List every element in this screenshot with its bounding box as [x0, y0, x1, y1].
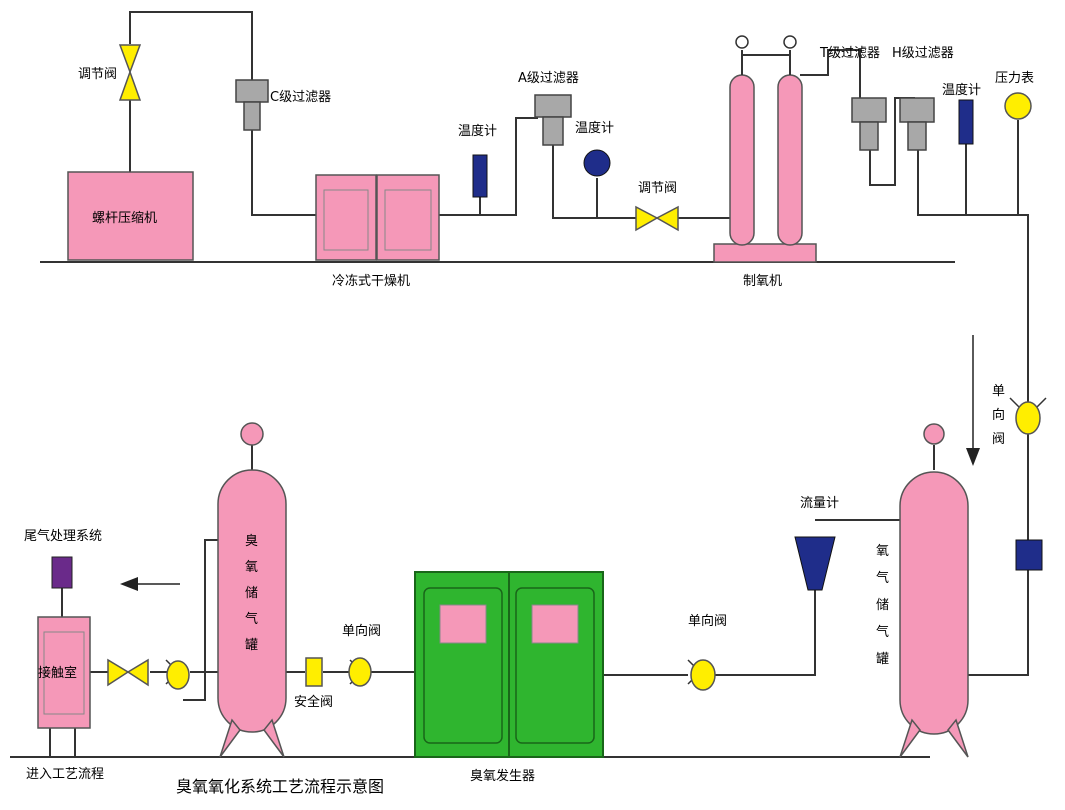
freeze-dryer: [315, 174, 440, 261]
temp-gauge-1-label: 温度计: [458, 123, 497, 139]
flow-direction-down-arrow-icon: [966, 335, 980, 466]
right-pipe-instrument-icon: [1015, 539, 1043, 571]
flow-meter-label: 流量计: [800, 496, 839, 511]
pipes: [10, 11, 1029, 758]
safety-valve-icon: [305, 657, 323, 687]
check-valve-mid-label: 单向阀: [688, 613, 727, 629]
oxygen-generator-label: 制氧机: [743, 274, 782, 289]
screw-compressor: [67, 171, 194, 261]
temp-gauge-1-icon: [472, 154, 488, 198]
c-filter-icon: [235, 79, 269, 131]
pressure-gauge-label: 压力表: [995, 71, 1034, 86]
temp-gauge-2-label: 温度计: [575, 120, 614, 136]
check-valve-left-icon: [348, 657, 372, 687]
h-filter-icon: [899, 97, 935, 151]
regulating-valve-mid-label: 调节阀: [638, 181, 677, 196]
t-filter-icon: [851, 97, 887, 151]
a-filter-icon: [534, 94, 572, 146]
temp-gauge-3-label: 温度计: [942, 82, 981, 98]
c-filter-label: C级过滤器: [270, 90, 331, 105]
regulating-valve-mid-icon: [635, 205, 679, 232]
regulating-valve-bottom-icon: [107, 658, 149, 687]
check-valve-left-label: 单向阀: [342, 623, 381, 639]
pressure-gauge-icon: [1004, 92, 1032, 120]
check-valve-bottom-left-icon: [165, 659, 190, 690]
freeze-dryer-label: 冷冻式干燥机: [332, 273, 410, 289]
ozone-generator-label: 臭氧发生器: [470, 768, 535, 784]
diagram-title: 臭氧氧化系统工艺流程示意图: [176, 777, 384, 796]
flow-meter-icon: [794, 536, 836, 591]
oxygen-generator: [713, 35, 817, 263]
contact-chamber-label: 接触室: [38, 665, 77, 681]
contact-chamber: [37, 616, 91, 729]
exhaust-system-label: 尾气处理系统: [24, 528, 102, 544]
t-filter-label: T级过滤器: [819, 46, 880, 61]
temp-gauge-3-icon: [958, 99, 974, 145]
exhaust-system-icon: [51, 556, 73, 589]
oxygen-buffer-tank-label: 氧气储气罐: [876, 544, 889, 667]
ozone-buffer-tank: [217, 422, 287, 758]
temp-gauge-2-icon: [583, 149, 611, 177]
ozone-buffer-tank-label: 臭氧储气罐: [245, 534, 258, 653]
check-valve-right-label: 单向阀: [992, 384, 1005, 447]
safety-valve-label: 安全阀: [294, 694, 333, 710]
regulating-valve-top-label: 调节阀: [78, 67, 117, 82]
ozone-generator: [414, 571, 604, 758]
screw-compressor-label: 螺杆压缩机: [92, 210, 157, 226]
oxygen-buffer-tank: [899, 423, 969, 758]
h-filter-label: H级过滤器: [892, 46, 954, 61]
check-valve-mid-icon: [687, 659, 716, 691]
a-filter-label: A级过滤器: [518, 71, 579, 86]
check-valve-right-icon: [1009, 397, 1047, 435]
to-process-label: 进入工艺流程: [26, 767, 104, 782]
regulating-valve-top-icon: [118, 44, 142, 101]
flow-direction-left-arrow-icon: [120, 577, 180, 591]
